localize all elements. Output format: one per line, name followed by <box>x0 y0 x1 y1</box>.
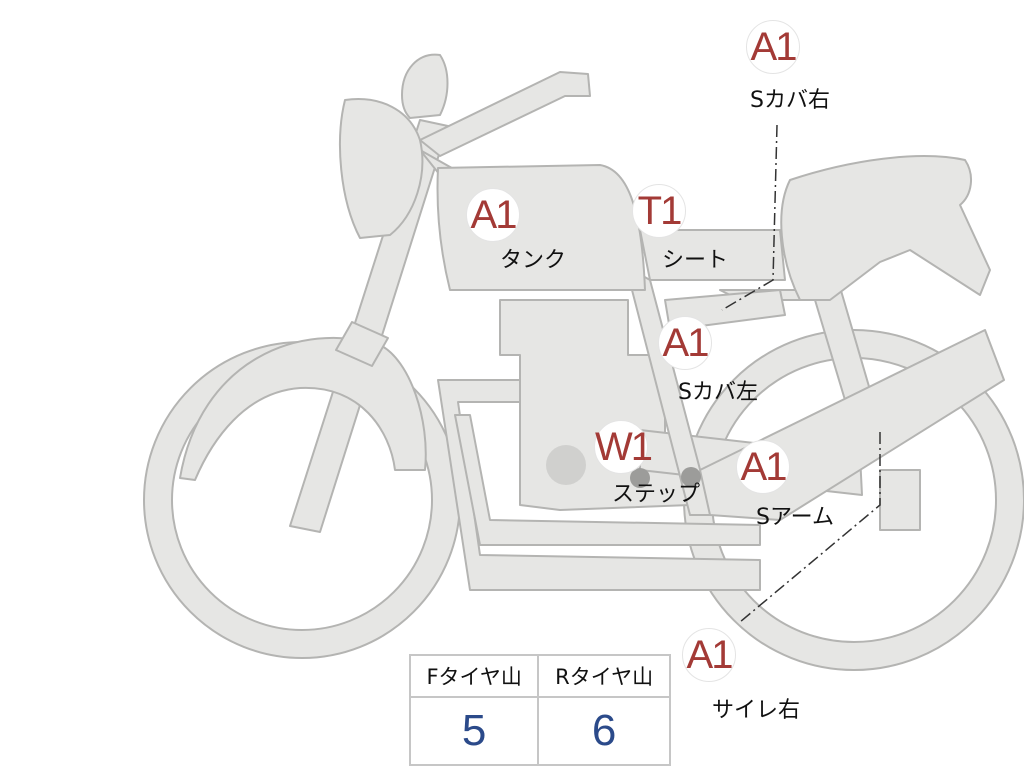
tread-table-header-row: Fタイヤ山 Rタイヤ山 <box>408 654 671 698</box>
muffler-end <box>879 469 921 531</box>
part-label-silencer-right: サイレ右 <box>712 698 801 723</box>
tread-table-value-row: 5 6 <box>408 696 671 766</box>
step-peg-right <box>681 467 701 487</box>
grade-badge-seat: T1 <box>632 184 686 238</box>
grade-badge-s-cover-left: A1 <box>658 316 712 370</box>
leader-line-silencer-right <box>739 432 881 623</box>
front-tire-header: Fタイヤ山 <box>408 654 540 698</box>
grade-badge-silencer-right: A1 <box>682 628 736 682</box>
grade-badge-s-cover-right: A1 <box>746 20 800 74</box>
handlebar <box>419 71 591 157</box>
mirror <box>401 53 449 119</box>
leader-line-s-cover-right <box>721 124 778 311</box>
front-fender <box>179 336 427 481</box>
rear-tire-header: Rタイヤ山 <box>537 654 671 698</box>
part-label-tank: タンク <box>500 248 567 273</box>
grade-badge-tank: A1 <box>466 188 520 242</box>
step-peg-left <box>630 468 650 488</box>
grade-badge-step: W1 <box>594 420 653 474</box>
part-label-s-cover-right: Sカバ右 <box>750 88 830 113</box>
headlight <box>339 98 424 239</box>
part-label-step: ステップ <box>612 482 701 507</box>
fork-bracket <box>335 321 389 367</box>
exhaust-pipe-inner <box>454 414 761 546</box>
tire-tread-table: Fタイヤ山 Rタイヤ山 5 6 <box>408 654 671 766</box>
rear-fender <box>780 155 991 301</box>
part-label-seat: シート <box>662 248 729 273</box>
seat <box>639 229 786 281</box>
part-label-s-cover-left: Sカバ左 <box>678 380 758 405</box>
front-tire-value: 5 <box>408 696 540 766</box>
grade-badge-swing-arm: A1 <box>736 440 790 494</box>
part-label-swing-arm: Sアーム <box>756 505 834 530</box>
rear-tire-value: 6 <box>537 696 671 766</box>
engine-cover <box>546 445 586 485</box>
